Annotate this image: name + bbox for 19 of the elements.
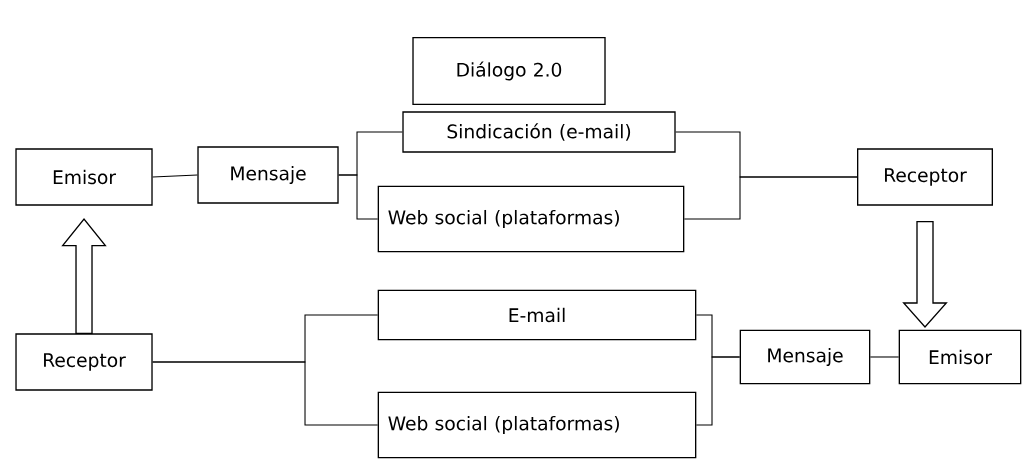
process-box: Emisor — [898, 329, 1022, 385]
connector-line — [338, 174, 379, 220]
connector-line — [152, 174, 198, 178]
process-box: Mensaje — [739, 329, 871, 385]
connector-line — [695, 356, 741, 426]
connector-line — [683, 176, 858, 220]
process-box: Receptor — [15, 333, 153, 391]
process-box: E-mail — [377, 289, 697, 341]
connector-line — [869, 356, 900, 358]
title-box: Diálogo 2.0 — [412, 37, 606, 105]
block-arrow — [902, 221, 948, 328]
process-box: Receptor — [857, 148, 993, 206]
process-box: Web social (plataformas) — [377, 185, 685, 253]
process-box: Web social (plataformas) — [377, 391, 697, 459]
process-box: Sindicación (e-mail) — [402, 111, 676, 153]
process-box: Mensaje — [197, 146, 339, 204]
process-box: Emisor — [15, 148, 153, 206]
block-arrow — [61, 217, 107, 334]
connector-line — [152, 361, 379, 426]
